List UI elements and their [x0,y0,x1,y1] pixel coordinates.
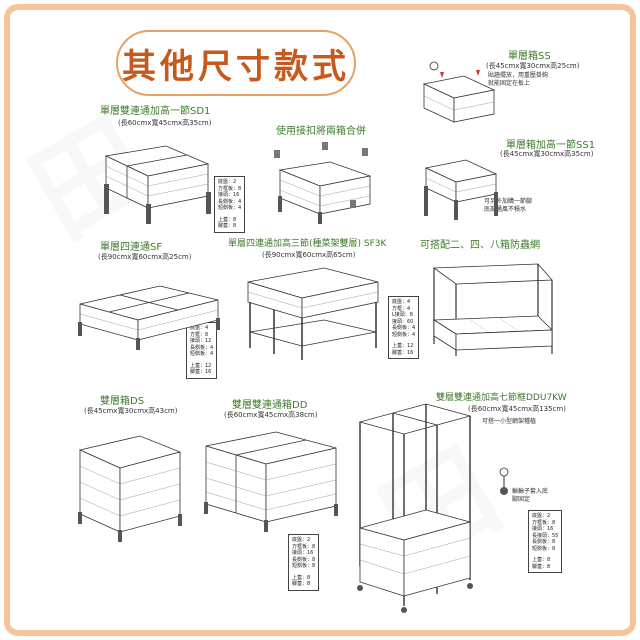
planter-ss1-drawing [424,159,498,220]
planter-sf3k-drawing [247,267,379,360]
parts-list-item: 上蓋：8 [532,557,551,563]
parts-list-item: 長側板：4 [190,344,214,351]
planter-ddu7kw-drawing [357,403,473,613]
parts-list-item: 長接頭：55 [532,532,559,539]
product-name-ss: 單層箱SS [508,51,551,62]
product-dim-sf3k: (長90cmx寬60cmx高65cm) [262,251,356,259]
product-dim-ds: (長45cmx寬30cmx高43cm) [84,407,178,415]
parts-list-item: 長側板：4 [218,198,242,205]
parts-list-item: 方框板：8 [532,519,556,526]
parts-list-item: 底盤：4 [190,325,209,331]
parts-list-item: 接頭：60 [392,318,414,325]
parts-list-item: 短側板：8 [532,545,556,552]
parts-list-item: 方框：4 [392,305,411,312]
product-name-ss1: 單層箱加高一節SS1 [506,140,596,151]
product-dim-ddu7kw: (長60cmx寬45cmx高135cm) [468,405,566,413]
parts-list-item: 腳蓋：16 [190,369,212,375]
page-title: 其他尺寸款式 [122,46,350,87]
product-dim-ss: (長45cmx寬30cmx高25cm) [486,62,580,70]
parts-list-item: 長側板：8 [292,556,316,563]
product-name-sf3k: 單層四連通加高三節(種菜架雙層) SF3K [228,239,387,249]
planter-combine-drawing [274,142,372,224]
parts-list-item: 上蓋：12 [392,343,414,349]
parts-list-item: 底盤：4 [392,299,411,305]
product-name-dd: 雙層雙連通箱DD [232,400,308,411]
planter-sd1-drawing [104,145,211,224]
parts-list-item: 底盤：2 [218,179,237,185]
planter-net-drawing [432,263,553,356]
product-dim-sf: (長90cmx寬60cmx高25cm) [98,253,192,261]
parts-list-item: 方框：8 [190,331,209,338]
parts-list-item: 底盤：2 [292,537,311,543]
product-name-sd1: 單層雙連通加高一節SD1 [100,106,211,117]
parts-list-item: 上蓋：12 [190,362,212,369]
product-note-ss: 貼牆擺放，用重壓掛鉤 就能固定在板上 [488,72,549,87]
parts-list-item: 方框板：8 [292,543,316,550]
parts-list-item: L接頭：8 [392,312,413,318]
product-note-ss1: 可另外加購一節腳 底部通風不積水 [484,198,533,213]
planter-ds-drawing [78,435,182,542]
parts-list-item: 長側板：8 [532,539,556,545]
parts-list-item: 接頭：16 [532,526,554,532]
planter-ss-drawing [422,61,496,123]
parts-list-item: 短側板：4 [392,331,416,338]
parts-list-item: 腳蓋：8 [532,563,551,570]
product-dim-ss1: (長45cmx寬30cmx高35cm) [500,150,594,158]
product-name-net: 可搭配二、四、八箱防蟲網 [420,240,540,251]
product-name-sf: 單層四連通SF [100,242,163,253]
product-dim-sd1: (長60cmx寬45cmx高35cm) [118,119,212,127]
parts-list-item: 短側板：4 [218,205,242,211]
parts-list-item: 長側板：4 [392,325,416,331]
parts-list-item: 底盤：2 [532,513,551,519]
product-name-ds: 雙層箱DS [100,396,145,407]
parts-list-item: 短側板：8 [292,563,316,569]
parts-list-item: 短側板：4 [190,351,214,357]
product-name-combine: 使用接扣將兩箱合併 [276,126,366,137]
parts-list-item: 腳蓋：8 [292,581,311,587]
product-note-ddu7kw: 可搭一小型網架種植 [482,418,537,425]
parts-list-item: 上蓋：8 [292,574,311,581]
parts-list-item: 方框板：8 [218,185,242,192]
parts-list-item: 接頭：12 [190,338,212,344]
parts-list-item: 腳蓋：16 [392,349,414,356]
wheel-icon [499,467,509,495]
parts-list-item: 腳蓋：8 [218,223,237,229]
parts-list-item: 上蓋：8 [218,216,237,223]
parts-list-item: 接頭：16 [292,550,314,556]
planter-sf-drawing [78,285,220,350]
product-dim-dd: (長60cmx寬45cmx高38cm) [224,411,318,419]
planter-dd-drawing [204,431,338,532]
wheel-note: 輪輪子套入底 腳固定 [512,488,549,503]
parts-list-item: 接頭：16 [218,192,240,198]
product-name-ddu7kw: 雙層雙連通加高七節框DDU7KW [436,393,567,403]
title-badge: 其他尺寸款式 [116,30,356,96]
